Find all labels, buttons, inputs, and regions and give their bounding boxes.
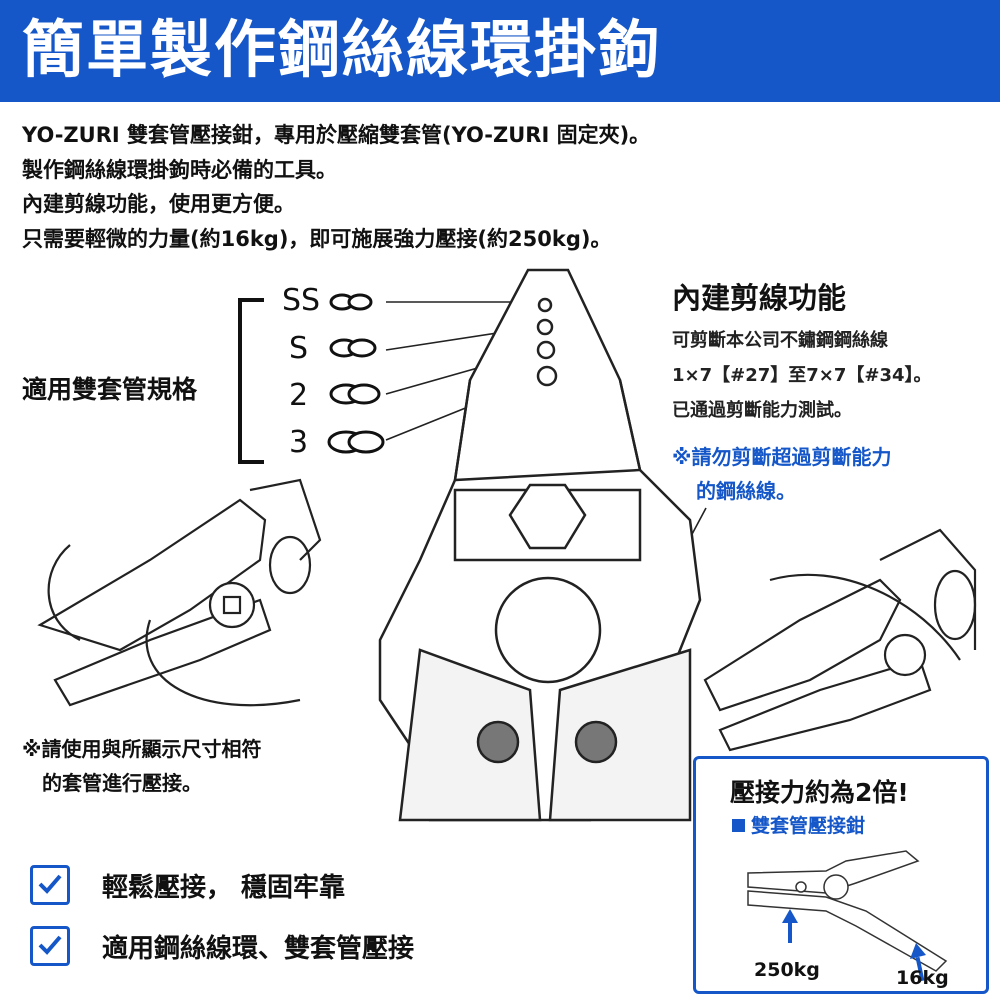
cut-warning-line: ※請勿剪斷超過剪斷能力 <box>672 445 892 469</box>
force-box-subtitle-text: 雙套管壓接鉗 <box>751 815 866 837</box>
feature-item: 適用鋼絲線環、雙套管壓接 <box>102 934 415 964</box>
sleeve-s-icon <box>329 338 377 358</box>
size-note-line: 的套管進行壓接。 <box>42 771 202 795</box>
cut-desc-line: 可剪斷本公司不鏽鋼鋼絲線 <box>672 330 888 351</box>
size-label-2: 2 <box>289 378 309 413</box>
size-label-3: 3 <box>289 425 309 460</box>
force-box-title: 壓接力約為2倍! <box>730 778 909 807</box>
cut-title: 內建剪線功能 <box>672 281 847 315</box>
intro-line: YO-ZURI 雙套管壓接鉗，專用於壓縮雙套管(YO-ZURI 固定夾)。 <box>22 123 651 147</box>
square-bullet-icon <box>732 819 745 832</box>
force-low-label: 16kg <box>896 967 949 989</box>
intro-line: 只需要輕微的力量(約16kg)，即可施展強力壓接(約250kg)。 <box>22 226 612 251</box>
intro-text: YO-ZURI 雙套管壓接鉗，專用於壓縮雙套管(YO-ZURI 固定夾)。 製作… <box>22 118 650 256</box>
size-label-ss: SS <box>282 283 321 318</box>
spec-title: 適用雙套管規格 <box>22 375 198 404</box>
size-label-s: S <box>289 331 309 366</box>
force-box-subtitle: 雙套管壓接鉗 <box>732 811 865 838</box>
checkbox-icon <box>30 926 70 966</box>
size-note: ※請使用與所顯示尺寸相符 的套管進行壓接。 <box>22 732 261 800</box>
cut-warning-line: 的鋼絲線。 <box>696 479 796 503</box>
pliers-right-icon <box>703 528 977 752</box>
sleeve-ss-icon <box>329 293 373 311</box>
sleeve-3-icon <box>327 430 385 454</box>
force-high-label: 250kg <box>754 959 820 981</box>
force-box: 壓接力約為2倍! 雙套管壓接鉗 250kg 16kg <box>693 756 989 994</box>
size-note-line: ※請使用與所顯示尺寸相符 <box>22 737 262 761</box>
pliers-main-icon <box>378 268 702 822</box>
mini-pliers-icon <box>747 850 948 982</box>
title-banner: 簡單製作鋼絲線環掛鉤 <box>0 0 1000 102</box>
cut-warning: ※請勿剪斷超過剪斷能力 的鋼絲線。 <box>672 440 891 508</box>
checkbox-icon <box>30 865 70 905</box>
feature-item: 輕鬆壓接， 穩固牢靠 <box>102 873 346 903</box>
cut-desc-line: 已通過剪斷能力測試。 <box>672 400 852 421</box>
sleeve-icons <box>327 293 385 454</box>
pliers-left-icon <box>37 478 322 707</box>
sleeve-2-icon <box>329 383 381 405</box>
intro-line: 內建剪線功能，使用更方便。 <box>22 192 295 216</box>
cut-desc-line: 1×7【#27】至7×7【#34】。 <box>672 365 932 386</box>
page-title: 簡單製作鋼絲線環掛鉤 <box>22 13 663 86</box>
intro-line: 製作鋼絲線環掛鉤時必備的工具。 <box>22 157 337 182</box>
spec-bracket <box>238 298 264 464</box>
